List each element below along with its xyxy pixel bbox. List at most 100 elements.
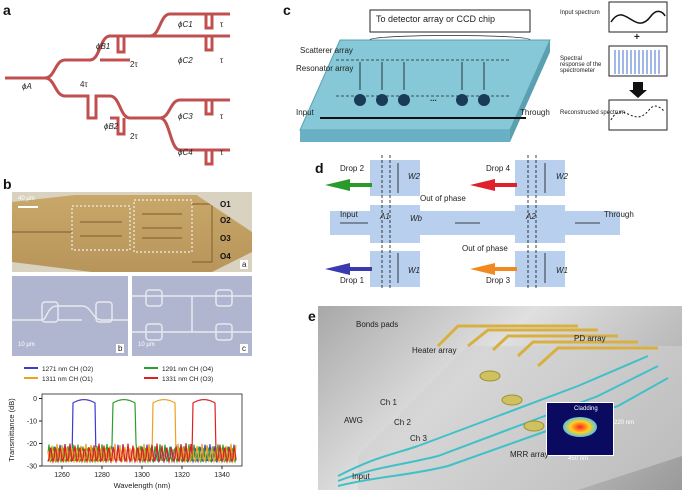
scale-bar-40um: 40 μm	[18, 196, 35, 202]
scatterer-label: Scatterer array	[300, 46, 353, 55]
panel-e-chip	[337, 324, 682, 490]
out-of-phase-2: Out of phase	[462, 244, 508, 253]
delay-b2-label: 2τ	[130, 132, 138, 141]
micrograph-b: 10 μm b	[12, 276, 128, 356]
legend-entry: 1271 nm CH (O2)	[42, 366, 93, 373]
spectrum-plots	[608, 1, 668, 131]
output-o4: O4	[220, 252, 231, 261]
legend-entry: 1291 nm CH (O4)	[162, 366, 213, 373]
delay-c4-label: τ	[220, 148, 224, 157]
phase-c4-label: ϕC4	[178, 148, 193, 157]
panel-a-diagram	[5, 12, 230, 166]
chip-through-label: Through	[520, 108, 550, 117]
panel-c-chip	[299, 9, 551, 142]
wb-label: Wb	[410, 214, 422, 223]
drop4-label: Drop 4	[486, 164, 511, 173]
micrograph-c-waveguides	[132, 289, 252, 341]
dim-width-label: 450 nm	[568, 456, 589, 462]
plus-sign: +	[634, 32, 640, 43]
w2-left: W2	[408, 172, 420, 181]
phase-b1-label: ϕB1	[96, 42, 111, 51]
series-line	[47, 398, 237, 464]
delay-b1-label: 2τ	[130, 60, 138, 69]
y-axis-label: Transmittance (dB)	[7, 398, 16, 462]
sub-label-c: c	[240, 344, 248, 353]
cladding-label: Cladding	[574, 406, 598, 412]
scale-bar-40um-line	[18, 206, 38, 208]
delay-a-label: 4τ	[80, 80, 88, 89]
drop2-label: Drop 2	[340, 164, 365, 173]
y-tick-label: -10	[27, 419, 37, 426]
panel-c-letter: c	[283, 2, 291, 18]
panel-b-letter: b	[3, 176, 12, 192]
phase-c1-label: ϕC1	[178, 20, 193, 29]
panel-d-diagram	[325, 155, 620, 290]
y-tick-label: -30	[27, 464, 37, 471]
mrr-array-label: MRR array	[510, 450, 549, 459]
panel-e-render	[318, 306, 682, 490]
d-through-label: Through	[604, 210, 634, 219]
spectral-response-label: Spectral response of the spectrometer	[560, 56, 602, 74]
delay-c1-label: τ	[220, 20, 224, 29]
phase-b2-label: ϕB2	[104, 122, 119, 131]
resonator-label: Resonator array	[296, 64, 354, 73]
lambda2-label: Λ2	[526, 212, 536, 221]
x-tick-label: 1300	[134, 472, 150, 479]
y-tick-label: -20	[27, 441, 37, 448]
sub-label-b: b	[116, 344, 125, 353]
panel-d-letter: d	[315, 160, 324, 176]
phase-c3-label: ϕC3	[178, 112, 193, 121]
scale-bar-10um-b: 10 μm	[18, 342, 35, 348]
micrograph-b-waveguides	[12, 301, 128, 323]
micrograph-c: 10 μm c	[132, 276, 252, 356]
input-spectrum-label: Input spectrum	[560, 10, 600, 16]
output-o3: O3	[220, 234, 231, 243]
pd-array-label: PD array	[574, 334, 606, 343]
x-tick-label: 1280	[94, 472, 110, 479]
d-input-label: Input	[340, 210, 358, 219]
w1-left: W1	[408, 266, 420, 275]
output-o1: O1	[220, 200, 231, 209]
legend-entry: 1331 nm CH (O3)	[162, 376, 213, 383]
legend-entry: 1311 nm CH (O1)	[42, 376, 93, 383]
series-line	[47, 398, 237, 464]
transmittance-chart: 1271 nm CH (O2) 1291 nm CH (O4) 1311 nm CH…	[7, 366, 243, 490]
panel-e-letter: e	[308, 308, 316, 324]
ch1-label: Ch 1	[380, 398, 397, 407]
dim-height-label: 220 nm	[614, 420, 635, 426]
reconstructed-label: Reconstructed spectrum	[560, 110, 626, 116]
e-input-label: Input	[352, 472, 370, 481]
x-tick-label: 1340	[214, 472, 230, 479]
ch2-label: Ch 2	[394, 418, 411, 427]
awg-label: AWG	[344, 416, 363, 425]
bond-pads-label: Bonds pads	[356, 320, 399, 329]
x-axis-label: Wavelength (nm)	[114, 481, 171, 490]
out-of-phase-1: Out of phase	[420, 194, 466, 203]
phase-a-label: ϕA	[22, 82, 32, 91]
panel-a-letter: a	[3, 2, 11, 18]
heater-array-label: Heater array	[412, 346, 457, 355]
top-box-label: To detector array or CCD chip	[376, 14, 496, 24]
w2-right: W2	[556, 172, 568, 181]
chip-input-label: Input	[296, 108, 314, 117]
series-line	[47, 398, 237, 464]
scale-bar-10um-c: 10 μm	[138, 342, 155, 348]
output-o2: O2	[220, 216, 231, 225]
drop1-label: Drop 1	[340, 276, 365, 285]
x-tick-label: 1320	[174, 472, 190, 479]
sub-label-a: a	[240, 260, 249, 269]
micrograph-top-waveguides	[12, 192, 252, 272]
phase-c2-label: ϕC2	[178, 56, 193, 65]
delay-c2-label: τ	[220, 56, 224, 65]
lambda1-label: Λ1	[380, 212, 390, 221]
micrograph-top: 40 μm O1 O2 O3 O4 a	[12, 192, 252, 272]
w1-right: W1	[556, 266, 568, 275]
y-tick-label: 0	[33, 396, 37, 403]
delay-c3-label: τ	[220, 112, 224, 121]
mode-profile-core	[563, 417, 597, 437]
x-tick-label: 1260	[54, 472, 70, 479]
ch3-label: Ch 3	[410, 434, 427, 443]
drop3-label: Drop 3	[486, 276, 511, 285]
mode-profile-inset	[546, 402, 614, 456]
chip-dots: ...	[430, 94, 437, 103]
